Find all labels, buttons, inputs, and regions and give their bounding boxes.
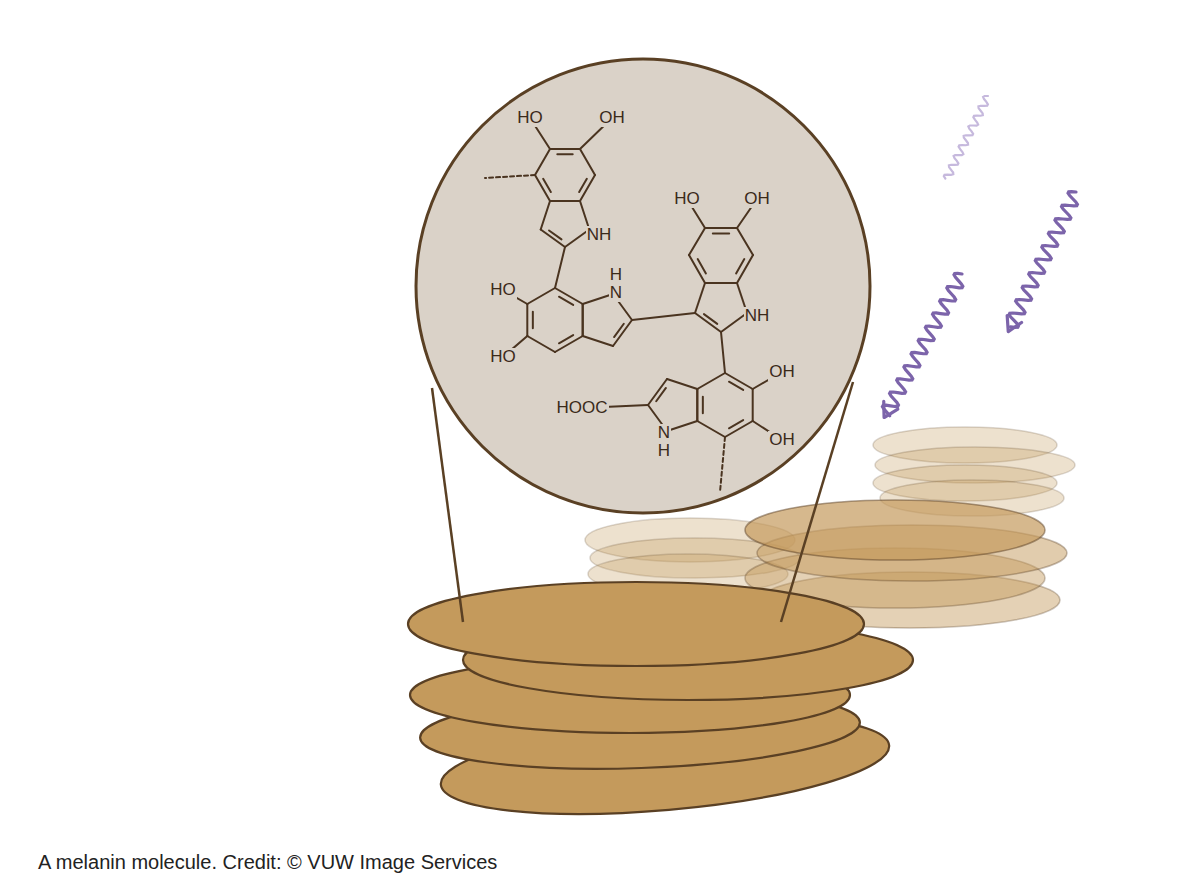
- atom-label: HO: [489, 348, 517, 366]
- melanin-layer: [408, 582, 864, 666]
- bond-line: [725, 373, 753, 389]
- melanin-layer-faded: [745, 500, 1045, 560]
- light-wave: [882, 273, 962, 415]
- bond-line: [535, 149, 550, 175]
- double-bond: [579, 179, 587, 192]
- circle-shape: [416, 59, 870, 513]
- double-bond: [559, 297, 573, 305]
- atom-label: H N: [609, 266, 623, 302]
- bond-line: [541, 201, 550, 230]
- bond-line: [648, 379, 667, 405]
- bond-line: [580, 149, 595, 175]
- bond-line: [752, 389, 754, 421]
- double-bond: [557, 153, 572, 155]
- bond-line: [696, 389, 698, 421]
- circle-outline: [414, 57, 872, 515]
- bond-line: [535, 175, 550, 201]
- figure-caption: A melanin molecule. Credit: © VUW Image …: [38, 851, 497, 874]
- bond-line: [527, 336, 555, 352]
- atom-label: HO: [673, 190, 701, 208]
- atom-label: NH: [744, 307, 771, 325]
- bond-line: [725, 421, 753, 437]
- double-bond: [532, 312, 534, 328]
- double-bond: [729, 420, 743, 428]
- atom-label: OH: [743, 190, 771, 208]
- bond-line: [613, 320, 632, 346]
- double-bond: [559, 335, 573, 343]
- bond-line: [582, 304, 584, 336]
- bond-line: [696, 389, 698, 421]
- bond-line: [550, 200, 580, 202]
- bond-line: [582, 304, 584, 336]
- bond-line: [721, 332, 725, 373]
- light-wave: [1009, 192, 1077, 328]
- double-bond: [704, 314, 717, 324]
- light-wave: [944, 96, 988, 179]
- double-bond: [729, 382, 743, 390]
- bond-line: [555, 288, 583, 304]
- bond-line: [689, 228, 705, 255]
- bond-line: [705, 227, 737, 229]
- zoom-line: [432, 388, 463, 622]
- bond-line: [737, 255, 753, 283]
- bond-line: [550, 148, 580, 150]
- atom-label: N H: [657, 424, 671, 460]
- bond-line: [583, 336, 613, 346]
- bond-line: [705, 282, 737, 284]
- bond-line: [695, 313, 721, 332]
- double-bond: [543, 179, 551, 192]
- atom-label: HOOC: [556, 399, 609, 417]
- bond-line: [541, 230, 565, 248]
- bond-line: [737, 228, 753, 255]
- bond-line: [695, 283, 705, 313]
- wave-arrowhead: [1007, 316, 1021, 332]
- structure-bonds: [485, 118, 782, 492]
- bond-line: [697, 373, 725, 389]
- bond-line: [697, 421, 725, 437]
- atom-label: OH: [768, 363, 796, 381]
- double-bond: [614, 324, 624, 337]
- bond-line: [689, 255, 705, 283]
- bond-line: [550, 200, 580, 202]
- atom-label: NH: [586, 226, 613, 244]
- bond-line: [527, 288, 555, 304]
- double-bond: [698, 259, 706, 273]
- double-bond: [702, 397, 704, 413]
- chain-continuation: [485, 175, 535, 178]
- wave-arrowhead: [884, 401, 898, 417]
- double-bond: [713, 232, 729, 234]
- atom-label: OH: [768, 431, 796, 449]
- bond-line: [667, 421, 697, 431]
- bond-line: [667, 379, 697, 389]
- bond-line: [555, 247, 565, 288]
- bond-line: [705, 282, 737, 284]
- atom-label: HO: [516, 109, 544, 127]
- chain-continuation: [720, 437, 725, 492]
- atom-label: HO: [489, 281, 517, 299]
- atom-label: OH: [598, 109, 626, 127]
- bond-line: [632, 313, 695, 320]
- double-bond: [549, 230, 561, 239]
- zoom-circle: HO OH HO OH NH H N HO NH HO OH HOOC OH N H: [414, 57, 872, 515]
- bond-line: [555, 336, 583, 352]
- bond-line: [580, 175, 595, 201]
- double-bond: [736, 259, 744, 273]
- bond-line: [526, 304, 528, 336]
- double-bond: [656, 388, 666, 401]
